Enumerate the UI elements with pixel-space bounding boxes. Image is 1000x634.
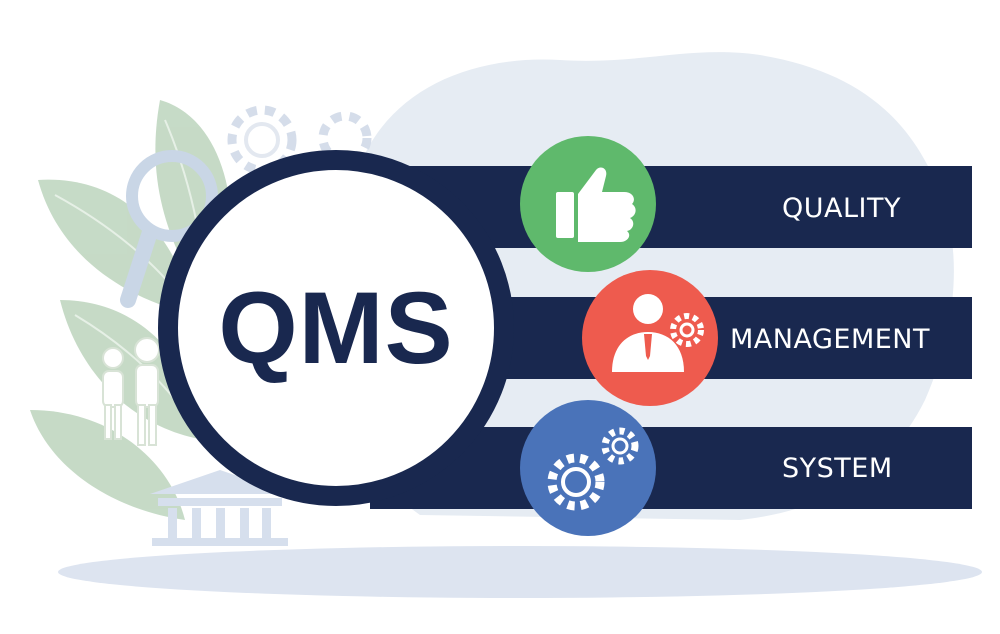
- thumbs-up-icon: [556, 167, 636, 242]
- label-quality: QUALITY: [782, 193, 901, 224]
- building-icon: [150, 470, 290, 546]
- ground-shadow: [58, 546, 982, 598]
- manager-gear-icon: [612, 294, 704, 372]
- label-management: MANAGEMENT: [730, 324, 930, 355]
- label-system: SYSTEM: [782, 453, 893, 484]
- system-badge: [520, 400, 656, 536]
- qms-title: QMS: [218, 270, 454, 385]
- background-gear-icon: [227, 105, 372, 175]
- magnifier-icon: [120, 150, 218, 308]
- gears-icon: [547, 427, 639, 511]
- qms-circle: QMS: [158, 150, 514, 506]
- background-gear-core: [244, 122, 280, 158]
